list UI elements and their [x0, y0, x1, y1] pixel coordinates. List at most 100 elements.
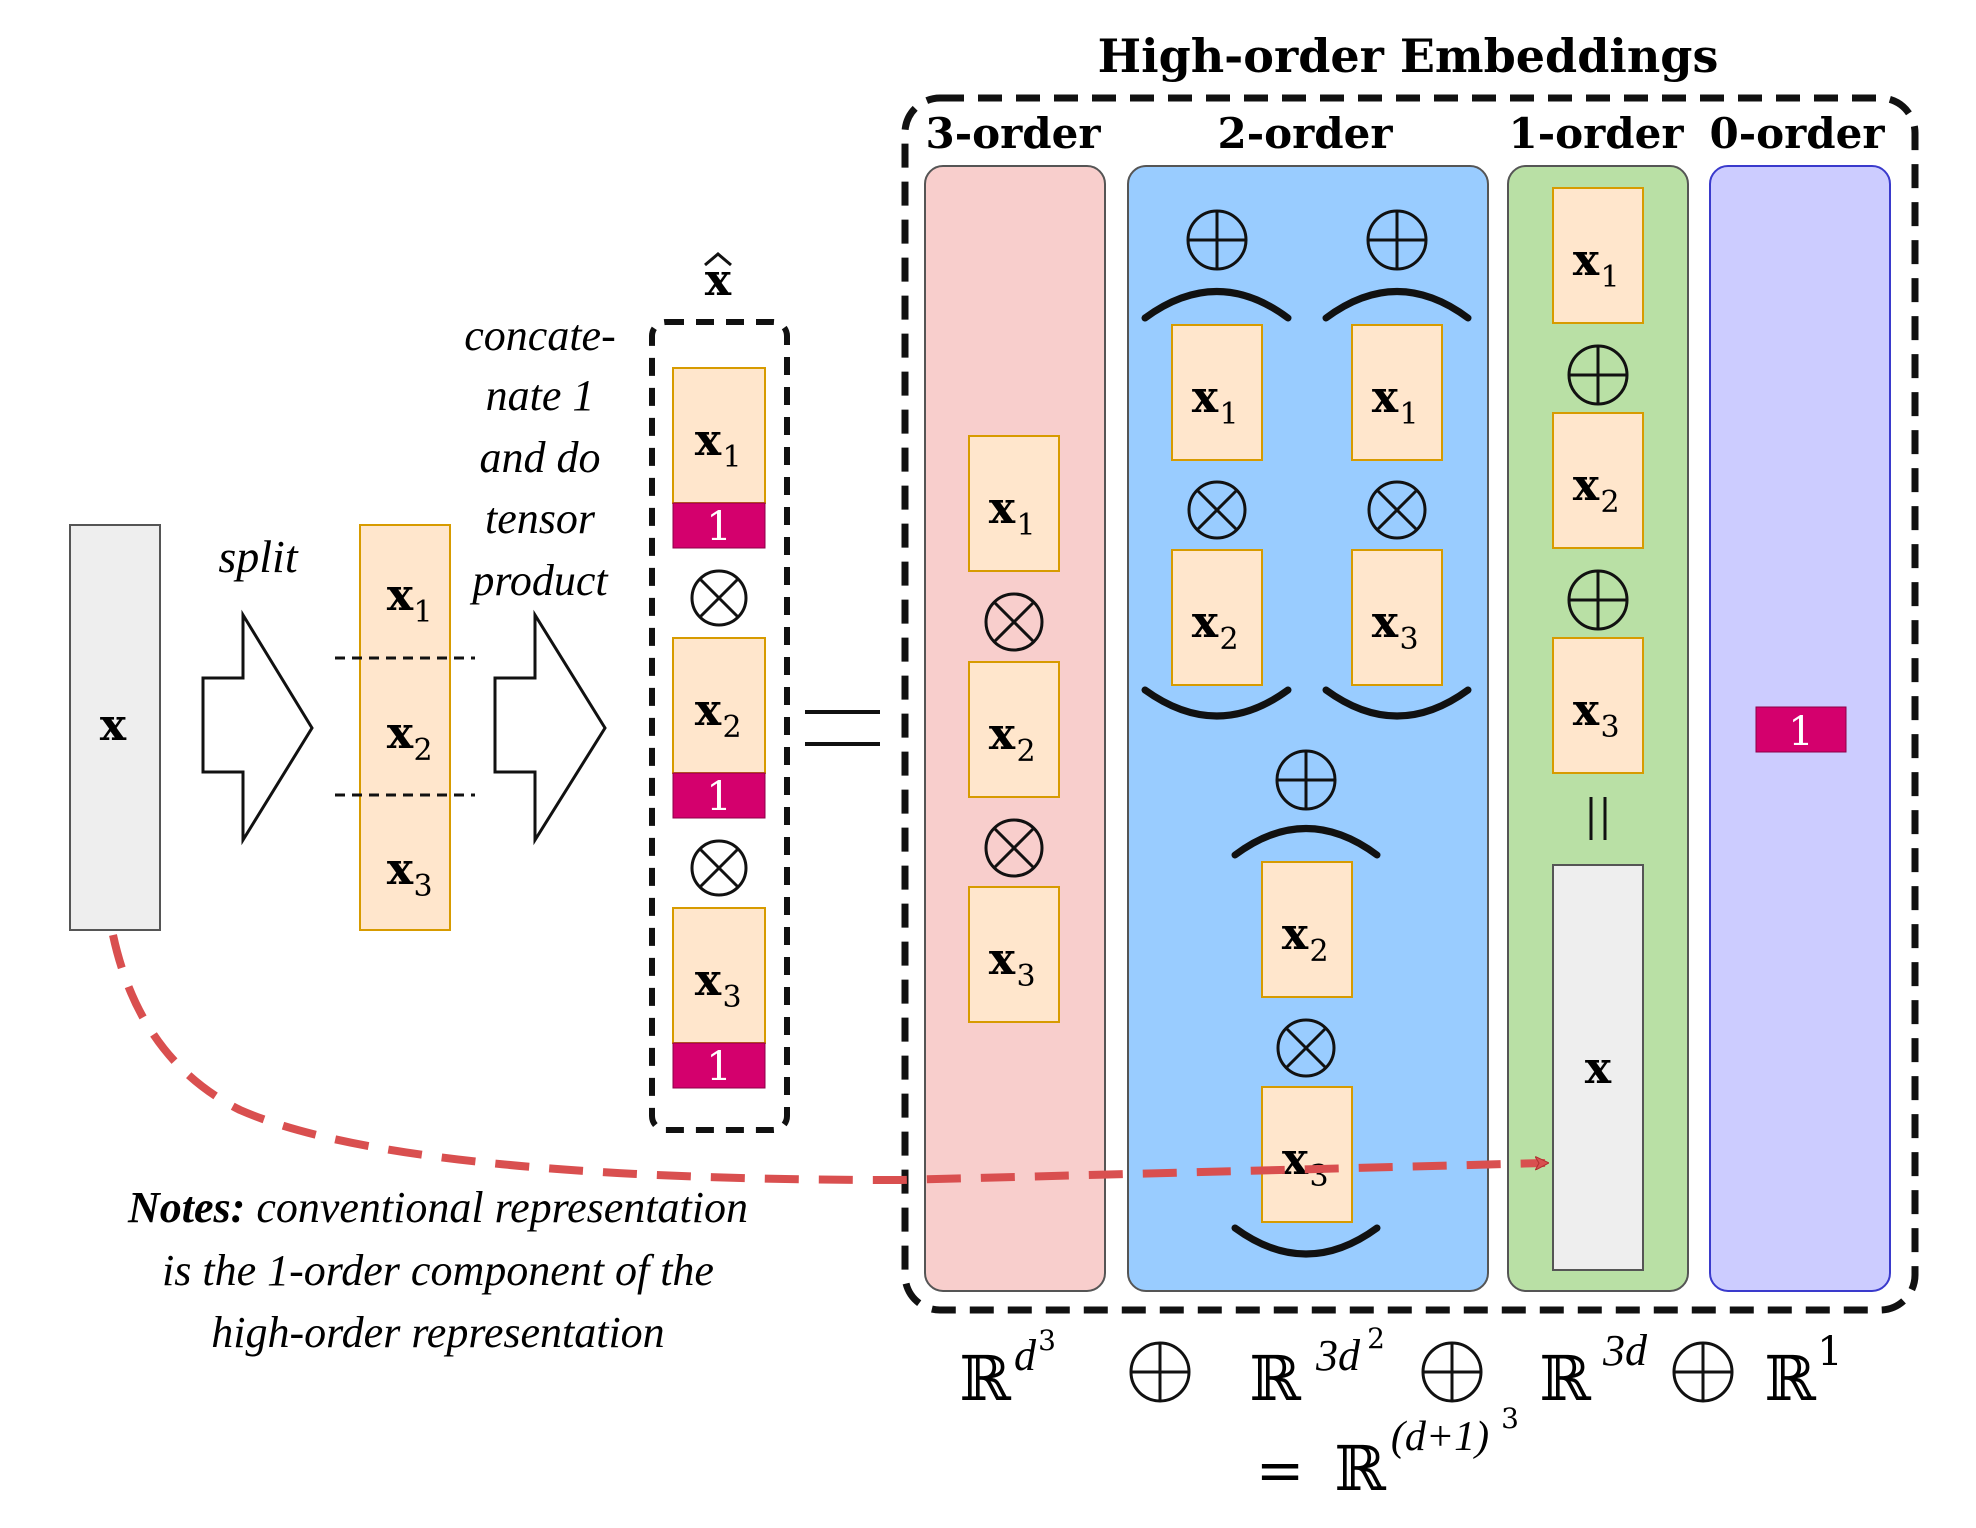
svg-text:3: 3 [413, 869, 432, 904]
svg-text:ℝ: ℝ [1249, 1342, 1301, 1415]
svg-text:product: product [469, 556, 609, 605]
col1-conventional-x: x [1552, 864, 1644, 1271]
col1-x1: x 1 [1552, 187, 1644, 324]
svg-text:x: x [1192, 597, 1219, 648]
svg-text:1: 1 [1788, 709, 1813, 755]
svg-text:x: x [1585, 1043, 1612, 1094]
svg-text:1: 1 [413, 595, 432, 630]
svg-text:ℝ: ℝ [1539, 1342, 1591, 1415]
xhat-otimes-2 [690, 839, 748, 897]
svg-text:and do: and do [480, 433, 601, 482]
col3-x3: x 3 [968, 886, 1060, 1023]
col0-one: 1 [1755, 706, 1847, 755]
embeddings-dashed-box [901, 94, 1919, 1314]
xhat-dashed-box [649, 319, 790, 1133]
svg-text:2: 2 [1219, 622, 1238, 657]
svg-text:x: x [695, 685, 722, 736]
svg-text:Notes: conventional representa: Notes: conventional representation [127, 1183, 748, 1232]
formula-oplus-1 [1129, 1341, 1191, 1403]
svg-text:high-order representation: high-order representation [211, 1308, 664, 1357]
col3-x2: x 2 [968, 661, 1060, 798]
svg-text:concate-: concate- [464, 311, 615, 360]
conventional-connector-arrow [109, 934, 1545, 1185]
svg-text:tensor: tensor [485, 494, 596, 543]
svg-text:x: x [387, 708, 414, 759]
svg-text:1: 1 [1219, 397, 1238, 432]
svg-text:3: 3 [1016, 959, 1035, 994]
col3-otimes-1 [984, 592, 1044, 652]
split-vector: x 1 x 2 x 3 [335, 524, 475, 931]
heading-2-order: 2-order [1217, 109, 1393, 158]
xhat-block-3: x 3 1 [672, 907, 766, 1090]
svg-text:x: x [387, 570, 414, 621]
svg-text:ℝ: ℝ [1334, 1432, 1386, 1505]
col3-x1: x 1 [968, 435, 1060, 572]
svg-text:x: x [1282, 1134, 1309, 1185]
input-vector: x [69, 524, 161, 931]
svg-text:3: 3 [722, 980, 741, 1015]
col1-parallel-sign [1589, 797, 1607, 840]
dimension-formula: ℝ d 3 ℝ 3d 2 ℝ 3d ℝ 1 [959, 1322, 1842, 1505]
heading-3-order: 3-order [925, 109, 1101, 158]
xhat-block-2: x 2 1 [672, 637, 766, 820]
svg-text:3d: 3d [1315, 1331, 1361, 1380]
svg-text:x: x [1372, 372, 1399, 423]
svg-text:x: x [1573, 235, 1600, 286]
concat-label: concate- nate 1 and do tensor product [464, 311, 615, 605]
svg-text:is the 1-order component of th: is the 1-order component of the [162, 1246, 714, 1295]
svg-text:d: d [1014, 1331, 1037, 1380]
svg-text:x: x [989, 483, 1016, 534]
embeddings-title: High-order Embeddings [1098, 29, 1719, 83]
svg-text:3: 3 [1399, 622, 1418, 657]
col2-brace-bottom-right [1322, 686, 1472, 720]
svg-text:x: x [695, 415, 722, 466]
col2-oplus-bottom [1275, 749, 1337, 811]
svg-text:3d: 3d [1602, 1326, 1648, 1375]
svg-text:1: 1 [1817, 1329, 1842, 1375]
svg-text:(d+1): (d+1) [1391, 1414, 1489, 1460]
heading-0-order: 0-order [1709, 109, 1885, 158]
col2-oplus-left [1186, 209, 1248, 271]
split-label: split [218, 531, 298, 582]
svg-text:x: x [1372, 597, 1399, 648]
svg-text:nate 1: nate 1 [486, 371, 595, 420]
col2-left-x2: x 2 [1171, 549, 1263, 686]
col2-brace-bottom-bottom [1231, 1224, 1381, 1258]
svg-text:2: 2 [413, 733, 432, 768]
col2-brace-top-left [1141, 288, 1292, 322]
svg-text:x: x [1573, 460, 1600, 511]
dim-3-order: ℝ d 3 [959, 1324, 1056, 1415]
xhat-block-1: x 1 1 [672, 367, 766, 550]
svg-text:1: 1 [1016, 508, 1035, 543]
notes-text: Notes: conventional representation is th… [127, 1183, 748, 1357]
col2-bottom-otimes [1276, 1018, 1336, 1078]
heading-1-order: 1-order [1508, 109, 1684, 158]
dim-0-order: ℝ 1 [1764, 1329, 1842, 1415]
col2-oplus-right [1366, 209, 1428, 271]
col2-right-otimes [1367, 480, 1427, 540]
col1-oplus-2 [1567, 569, 1629, 631]
split-x3: x 3 [387, 844, 433, 904]
col2-left-x1: x 1 [1171, 324, 1263, 461]
xhat-label: x [704, 252, 732, 306]
svg-text:x: x [387, 844, 414, 895]
svg-text:1: 1 [706, 774, 731, 820]
svg-text:3: 3 [1501, 1402, 1519, 1435]
svg-text:3: 3 [1038, 1324, 1056, 1357]
svg-text:1: 1 [1600, 260, 1619, 295]
col2-right-x1: x 1 [1351, 324, 1443, 461]
formula-oplus-2 [1421, 1341, 1483, 1403]
dim-1-order: ℝ 3d [1539, 1326, 1648, 1415]
svg-text:2: 2 [1309, 934, 1328, 969]
svg-text:2: 2 [722, 710, 741, 745]
svg-text:1: 1 [706, 1044, 731, 1090]
col2-left-otimes [1187, 480, 1247, 540]
col2-brace-top-right [1322, 288, 1472, 322]
svg-text:2: 2 [1367, 1322, 1385, 1355]
col2-bottom-x3: x 3 [1261, 1086, 1353, 1223]
svg-text:x: x [695, 955, 722, 1006]
col3-otimes-2 [984, 818, 1044, 878]
col2-brace-bottom-left [1141, 686, 1292, 720]
concat-arrow-icon [493, 609, 607, 846]
equals-sign [805, 710, 880, 746]
